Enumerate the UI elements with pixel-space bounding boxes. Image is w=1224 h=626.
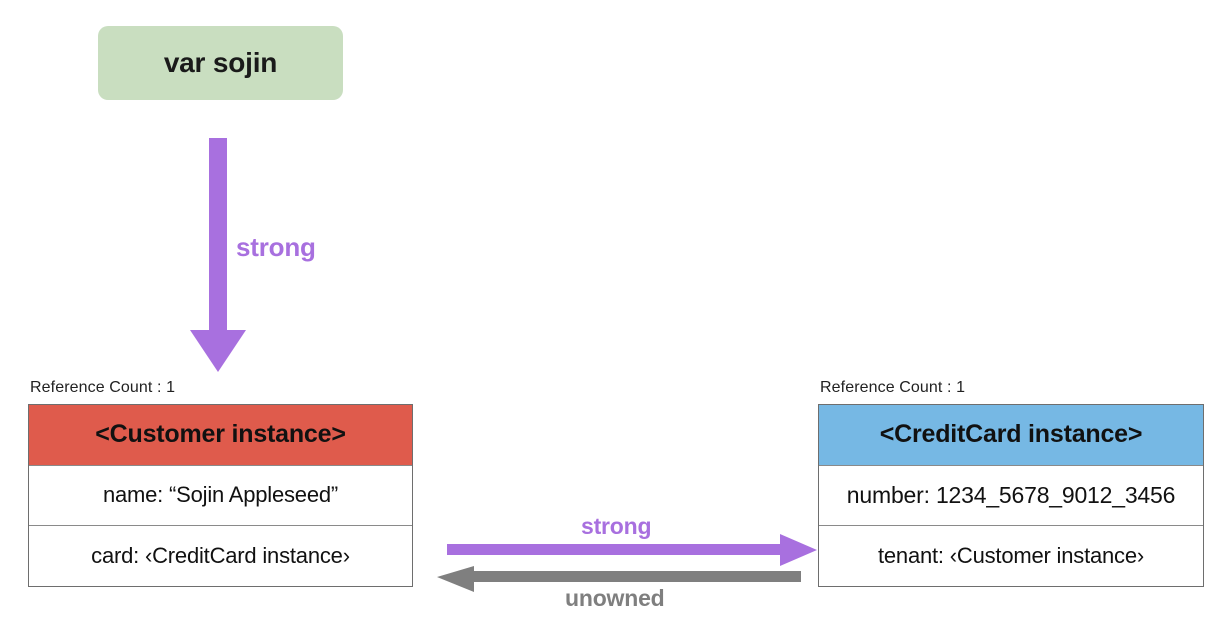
instance-field-label-customer-card: card: ‹CreditCard instance› [91,542,350,568]
edge-label-strong-horizontal: strong [581,513,652,539]
instance-field-label-creditcard-number: number: 1234_5678_9012_3456 [846,481,1176,508]
instance-table-creditcard: <CreditCard instance> number: 1234_5678_… [818,403,1204,587]
reference-count-customer: Reference Count : 1 [30,379,176,396]
instance-field-customer-card: card: ‹CreditCard instance› [29,526,412,586]
instance-field-label-customer-name: name: “Sojin Appleseed” [102,482,339,508]
instance-field-customer-name: name: “Sojin Appleseed” [29,466,412,526]
instance-header-label-customer: <Customer instance> [95,420,346,449]
instance-table-customer: <Customer instance> name: “Sojin Applese… [28,403,413,587]
variable-box-sojin: var sojin [98,26,343,100]
reference-count-creditcard: Reference Count : 1 [820,379,966,396]
instance-header-customer: <Customer instance> [29,404,412,466]
edge-label-strong-vertical: strong [236,232,316,262]
instance-group-customer: Reference Count : 1 <Customer instance> … [28,379,413,587]
instance-group-creditcard: Reference Count : 1 <CreditCard instance… [818,379,1204,587]
instance-field-creditcard-number: number: 1234_5678_9012_3456 [819,466,1203,526]
instance-header-label-creditcard: <CreditCard instance> [879,420,1143,449]
instance-field-creditcard-tenant: tenant: ‹Customer instance› [819,526,1203,586]
edge-label-unowned-horizontal: unowned [565,585,665,611]
instance-header-creditcard: <CreditCard instance> [819,404,1203,466]
variable-box-label: var sojin [163,47,278,78]
instance-field-label-creditcard-tenant: tenant: ‹Customer instance› [877,542,1145,568]
